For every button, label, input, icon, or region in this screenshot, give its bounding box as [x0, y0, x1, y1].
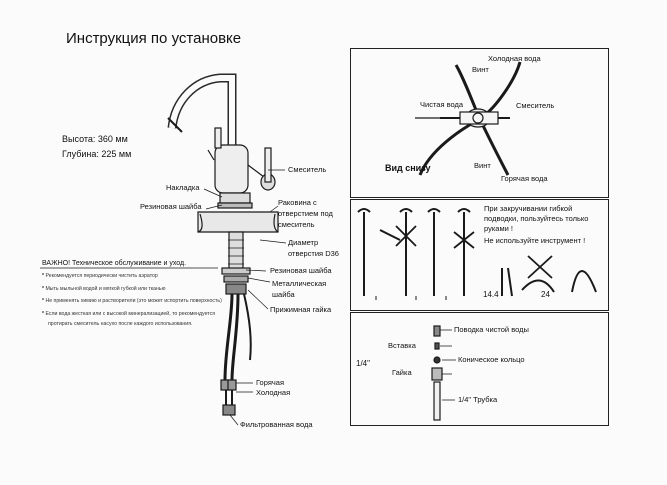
fit-insert: Вставка [388, 341, 416, 350]
label-cover: Накладка [166, 183, 200, 192]
page-title: Инструкция по установке [66, 30, 242, 47]
hose-size-1: 14.4 [483, 290, 499, 299]
label-rubber-washer: Резиновая шайба [270, 266, 332, 275]
hose-note-4: Не используйте инструмент ! [484, 236, 586, 245]
label-sink-1: Раковина с [278, 198, 317, 207]
hose-note-1: При закручивании гибкой [484, 204, 573, 213]
height-dimension: Высота: 360 мм [62, 134, 128, 144]
maintenance-item-cont: протирать смеситель насухо после каждого… [48, 321, 193, 327]
fit-clean-line: Поводка чистой воды [454, 325, 529, 334]
label-cold: Холодная [256, 388, 291, 397]
label-mixer: Смеситель [288, 165, 327, 174]
fitting-panel [350, 312, 609, 426]
fit-nut: Гайка [392, 368, 412, 377]
fit-quarter: 1/4" [356, 359, 370, 368]
bottom-view-panel [350, 48, 609, 198]
hose-size-2: 24 [541, 290, 550, 299]
label-filtered: Фильтрованная вода [240, 420, 313, 429]
label-sink-2: отверстием под [278, 209, 333, 218]
hose-note-2: подводки, пользуйтесь только [484, 214, 589, 223]
bv-hot-water: Горячая вода [501, 174, 548, 183]
bv-clean-water: Чистая вода [420, 100, 464, 109]
maintenance-item: * Мыть мыльной водой и мягкой губкой или… [42, 286, 166, 292]
label-metal-washer-2: шайба [272, 290, 295, 299]
maintenance-heading: ВАЖНО! Техническое обслуживание и уход. [42, 260, 187, 267]
bv-screw-top: Винт [472, 65, 489, 74]
label-hot: Горячая [256, 378, 285, 387]
maintenance-item: * Рекомендуется периодически чистить аэр… [42, 273, 158, 279]
bv-cold-water: Холодная вода [488, 54, 541, 63]
label-clamp-nut: Прижимная гайка [270, 305, 332, 314]
maintenance-item: * Не применять химию и растворители (это… [42, 298, 222, 304]
bv-screw-bottom: Винт [474, 161, 491, 170]
label-rubber-washer-top: Резиновая шайба [140, 202, 202, 211]
fit-tube: 1/4" Трубка [458, 395, 498, 404]
label-diameter-2: отверстия D36 [288, 249, 339, 258]
maintenance-item: * Если вода жесткая или с высокой минера… [42, 311, 216, 317]
hose-instruction-panel [350, 199, 609, 311]
bv-mixer: Смеситель [516, 101, 555, 110]
bv-title: Вид снизу [385, 163, 431, 173]
label-metal-washer-1: Металлическая [272, 279, 327, 288]
hose-note-3: руками ! [484, 224, 513, 233]
depth-dimension: Глубина: 225 мм [62, 149, 132, 159]
fit-cone-ring: Коническое кольцо [458, 355, 525, 364]
label-sink-3: смеситель [278, 220, 315, 229]
label-diameter-1: Диаметр [288, 238, 319, 247]
